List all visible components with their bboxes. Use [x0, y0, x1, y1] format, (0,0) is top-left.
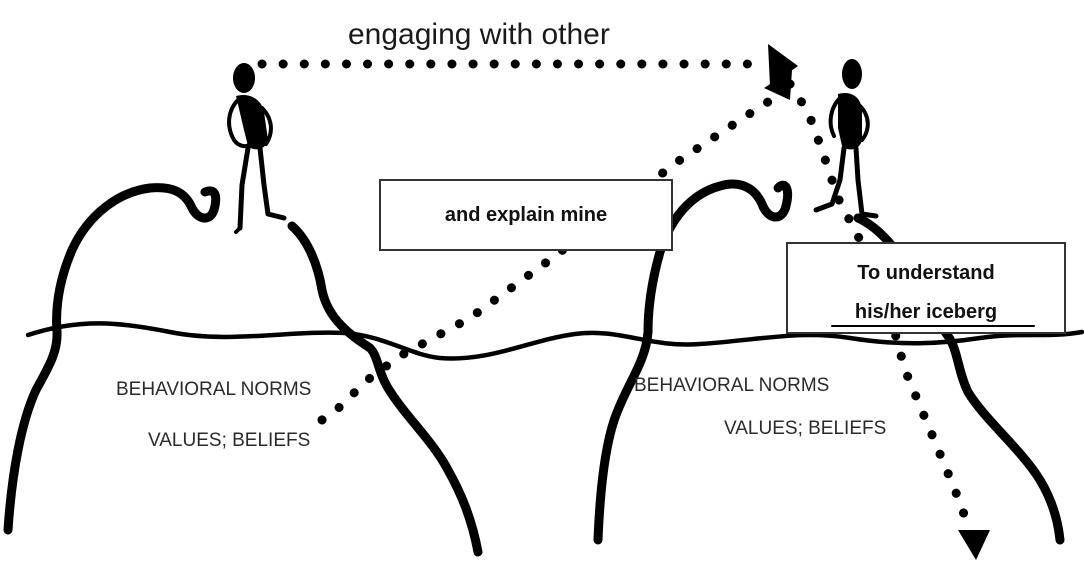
explain-box: and explain mine — [379, 179, 673, 251]
left-iceberg-outline — [3, 183, 221, 535]
right-norms-label: BEHAVIORAL NORMS — [634, 375, 829, 396]
explain-arrow-dotted — [317, 93, 779, 425]
explain-box-label: and explain mine — [445, 204, 607, 226]
understand-box: To understand his/her iceberg — [786, 242, 1066, 334]
diagram-title: engaging with other — [348, 18, 610, 51]
engage-arrow-head — [768, 44, 798, 86]
water-line — [25, 321, 1084, 361]
right-person-icon — [813, 59, 879, 219]
explain-arrow-head — [764, 70, 792, 100]
left-norms-label: BEHAVIORAL NORMS — [116, 379, 311, 400]
understand-box-line2: his/her iceberg — [855, 301, 997, 323]
understand-arrow-head — [958, 530, 990, 560]
left-person-icon — [227, 63, 287, 234]
left-values-label: VALUES; BELIEFS — [148, 430, 310, 451]
right-values-label: VALUES; BELIEFS — [724, 418, 886, 439]
left-iceberg-right-edge — [287, 221, 483, 557]
understand-box-line1: To understand — [857, 262, 994, 284]
